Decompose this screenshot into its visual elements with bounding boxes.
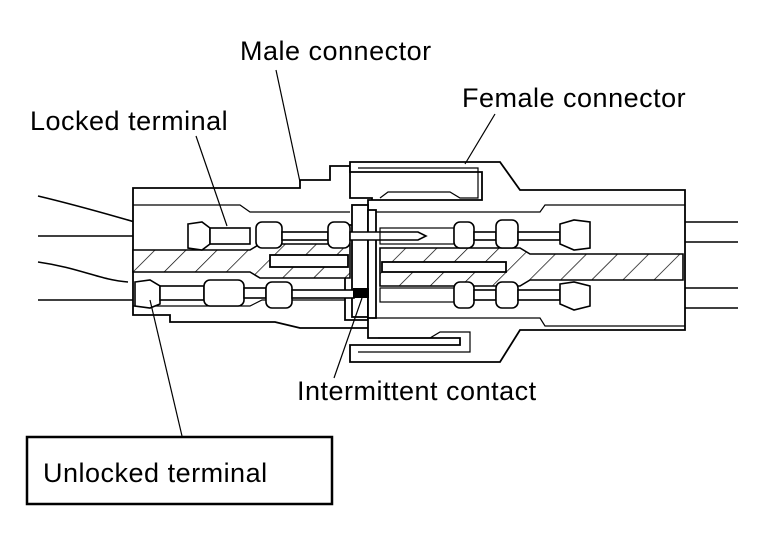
unlocked-terminal [134, 279, 355, 309]
locked-terminal-label: Locked terminal [30, 106, 228, 136]
unlocked-terminal-label: Unlocked terminal [43, 458, 268, 488]
locked-terminal [187, 221, 428, 251]
female-lower-terminal [379, 281, 591, 311]
leader-lines [149, 69, 496, 437]
female-connector-label: Female connector [462, 83, 686, 113]
female-upper-terminal [379, 219, 591, 251]
male-connector-label: Male connector [240, 36, 432, 66]
female-insulator-hatched [379, 247, 684, 287]
male-insulator-hatched [132, 243, 351, 279]
center-plate [351, 204, 377, 319]
intermittent-contact-label: Intermittent contact [297, 376, 537, 406]
unlocked-terminal-callout: Unlocked terminal [25, 435, 334, 506]
intermittent-contact-mark [353, 288, 369, 298]
